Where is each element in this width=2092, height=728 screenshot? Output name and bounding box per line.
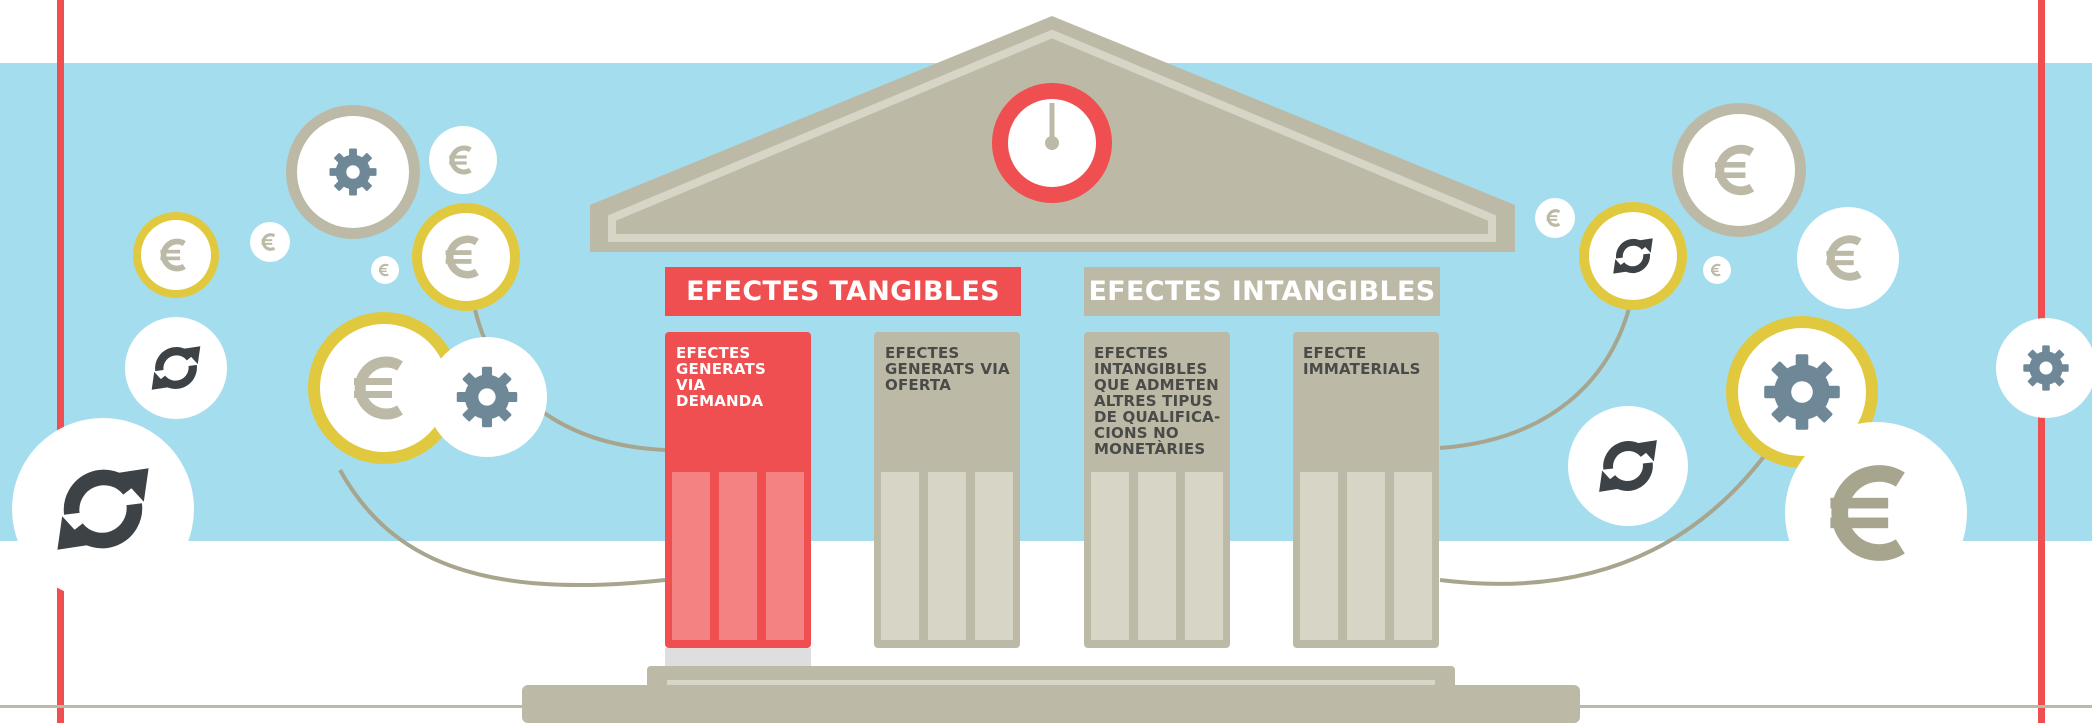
clock-icon — [992, 83, 1112, 203]
column-label-immaterials: EFECTE IMMATERIALS — [1303, 344, 1421, 378]
column-demanda — [665, 332, 811, 648]
gear-icon — [329, 148, 377, 196]
column-no-monetaries — [1084, 332, 1230, 648]
column-shadow — [665, 648, 811, 666]
header-bar-tangibles — [665, 267, 1021, 316]
column-oferta — [874, 332, 1020, 648]
header-bar-intangibles — [1084, 267, 1440, 316]
header-efectes-intangibles: EFECTES INTANGIBLES — [1088, 276, 1436, 307]
column-label-no-monetaries: EFECTES INTANGIBLES QUE ADMETEN ALTRES T… — [1094, 344, 1221, 458]
header-efectes-tangibles: EFECTES TANGIBLES — [686, 276, 1000, 307]
large-refresh-bubble — [12, 418, 194, 600]
left-red-line — [57, 0, 64, 723]
temple-base — [522, 666, 1580, 723]
gear-icon — [1764, 354, 1840, 430]
column-immaterials — [1293, 332, 1439, 648]
gear-icon — [2023, 345, 2069, 391]
column-label-oferta: EFECTES GENERATS VIA OFERTA — [885, 344, 1010, 394]
column-label-demanda: EFECTES GENERATS VIA DEMANDA — [676, 344, 766, 410]
gear-icon — [456, 366, 518, 428]
